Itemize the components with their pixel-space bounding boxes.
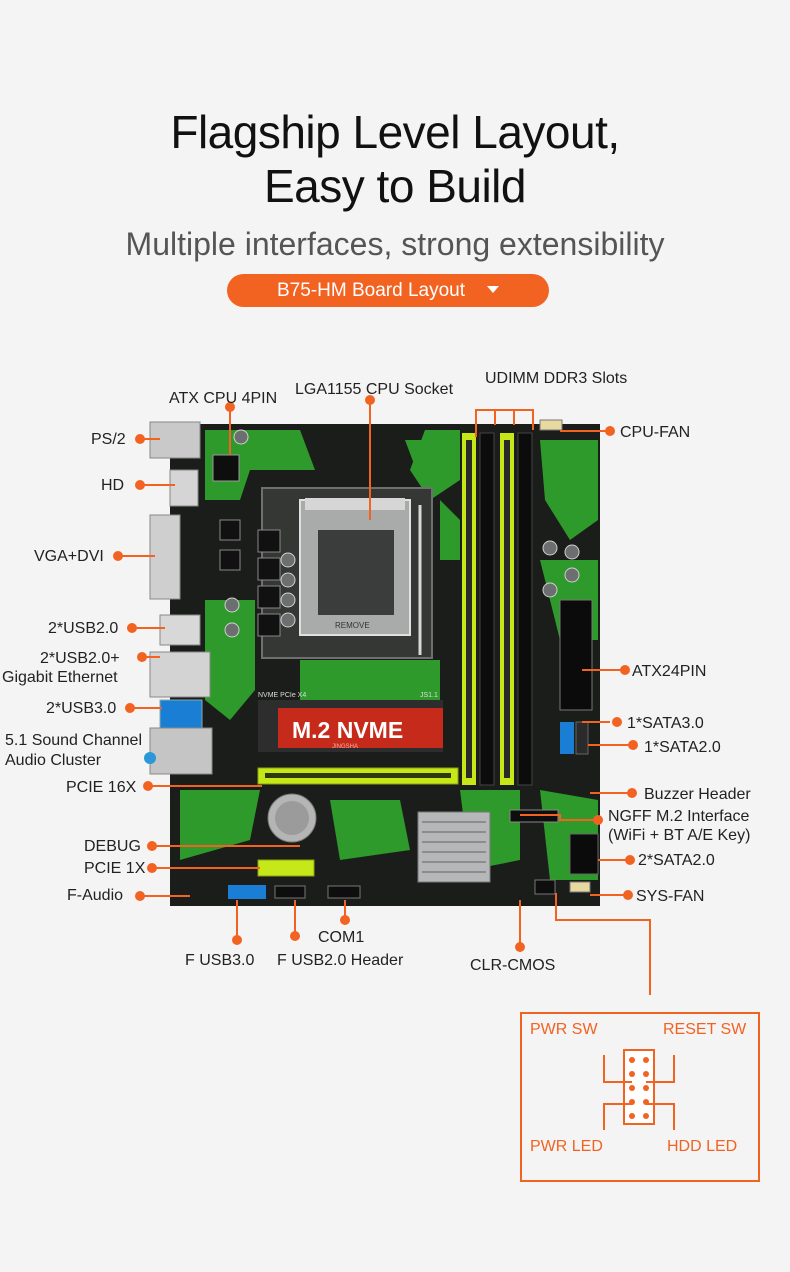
label-pcie1: PCIE 1X (84, 860, 146, 877)
cmos-battery-inner (275, 801, 309, 835)
label-sound-1: 5.1 Sound Channel (5, 732, 142, 749)
label-reset-sw: RESET SW (663, 1021, 747, 1038)
label-udimm: UDIMM DDR3 Slots (485, 370, 628, 387)
label-sata20-2: 2*SATA2.0 (638, 852, 715, 869)
label-sata30: 1*SATA3.0 (627, 715, 704, 732)
label-cpu-fan: CPU-FAN (620, 424, 691, 441)
front-panel-pin-diagram (603, 1049, 675, 1130)
leader-dots (113, 395, 638, 952)
label-vga-dvi: VGA+DVI (34, 548, 104, 565)
pcie1-slot (257, 859, 315, 877)
pcie16-slot-groove (265, 773, 451, 778)
label-ps2: PS/2 (91, 431, 126, 448)
sys-fan-header (569, 881, 591, 893)
title-line-2: Easy to Build (264, 160, 526, 212)
label-usb30: 2*USB3.0 (46, 700, 117, 717)
f-usb2-header (274, 885, 306, 899)
label-lga1155: LGA1155 CPU Socket (295, 381, 454, 398)
label-ngff-2: (WiFi + BT A/E Key) (608, 827, 751, 844)
atx-cpu-4pin-connector (212, 454, 240, 482)
socket-lever-top (305, 498, 405, 510)
chipset-heatsink (417, 811, 491, 883)
label-hdd-led: HDD LED (667, 1138, 738, 1155)
heatsink-fins (422, 821, 486, 873)
board-layout-dropdown[interactable]: B75-HM Board Layout (227, 274, 549, 307)
cpu-fan-header (539, 419, 563, 431)
label-com1: COM1 (318, 929, 365, 946)
label-clr-cmos: CLR-CMOS (470, 957, 556, 974)
m2-badge (278, 708, 443, 748)
label-f-audio: F-Audio (67, 887, 124, 904)
label-usb20-eth-1: 2*USB2.0+ (40, 650, 120, 667)
silk-nvme: NVME PCIe X4 (258, 692, 306, 699)
label-pwr-sw: PWR SW (530, 1021, 598, 1038)
vrm-chokes (219, 519, 281, 637)
label-debug: DEBUG (84, 838, 141, 855)
com1-header (327, 885, 361, 899)
label-f-usb30: F USB3.0 (185, 952, 255, 969)
socket-pins (318, 530, 394, 615)
label-sata20-1: 1*SATA2.0 (644, 739, 721, 756)
atx24-connector (559, 599, 593, 711)
label-f-usb20: F USB2.0 Header (277, 952, 404, 969)
socket-silk: REMOVE (335, 621, 370, 630)
board-layout-label: B75-HM Board Layout (277, 280, 465, 301)
label-ngff-1: NGFF M.2 Interface (608, 808, 750, 825)
label-sound-2: Audio Cluster (5, 752, 102, 769)
label-usb20-eth-2: Gigabit Ethernet (2, 669, 118, 686)
label-sys-fan: SYS-FAN (636, 888, 705, 905)
subtitle: Multiple interfaces, strong extensibilit… (125, 226, 665, 262)
label-pcie16: PCIE 16X (66, 779, 137, 796)
dimm-slots (462, 432, 533, 786)
label-pwr-led: PWR LED (530, 1138, 603, 1155)
chevron-down-icon (487, 286, 499, 294)
label-atx-cpu-4pin: ATX CPU 4PIN (169, 390, 278, 407)
title-line-1: Flagship Level Layout, (170, 106, 620, 158)
label-atx24: ATX24PIN (632, 663, 707, 680)
sata2-port (575, 721, 589, 755)
f-usb3-header (228, 885, 266, 899)
sata3-port (560, 722, 574, 754)
m2-badge-text: M.2 NVME (292, 717, 403, 743)
label-hd: HD (101, 477, 125, 494)
label-buzzer: Buzzer Header (644, 786, 751, 803)
sata2-dual-port (569, 833, 599, 875)
capacitors (224, 429, 580, 638)
m2-badge-sub: JINGSHA (332, 744, 358, 750)
label-usb20: 2*USB2.0 (48, 620, 119, 637)
front-panel-box (520, 1012, 760, 1182)
silk-js: JS1.1 (420, 692, 438, 699)
front-panel-header (534, 879, 556, 895)
